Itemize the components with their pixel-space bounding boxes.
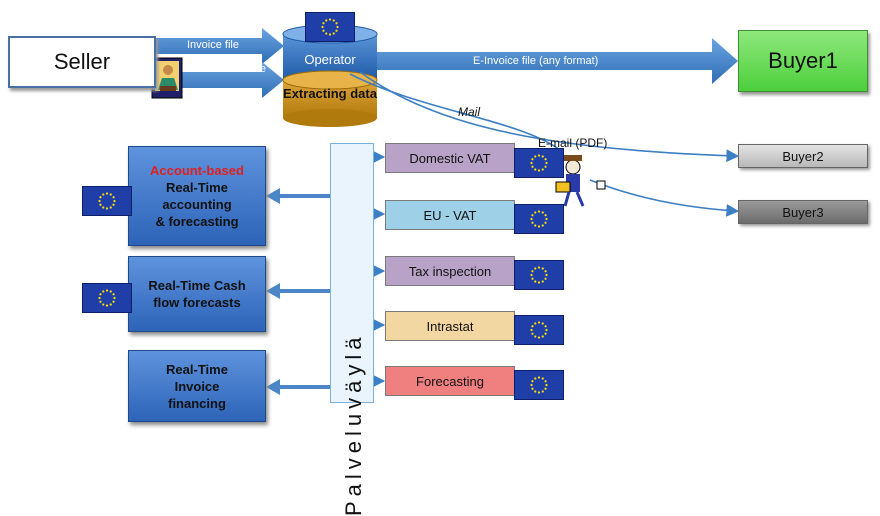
service-bus: Palveluväylä <box>330 143 374 516</box>
service-label: Intrastat <box>426 318 474 334</box>
box-line: accounting <box>162 197 232 212</box>
extracting-data-label: Extracting data <box>283 86 377 101</box>
box-line: Real-Time Cash <box>148 278 246 293</box>
invoice-file-label-side: Invoice file <box>214 63 266 75</box>
invoice-arrow-top <box>156 28 284 64</box>
service-label: Forecasting <box>416 373 484 389</box>
invoice-arrow-bottom <box>156 62 284 98</box>
service-tax-inspection: Tax inspection <box>385 256 515 286</box>
service-label: Domestic VAT <box>409 150 491 166</box>
account-based-label: Account-based <box>150 163 244 178</box>
box-line: financing <box>168 395 226 411</box>
eu-flag-icon <box>514 148 564 178</box>
email-label: E-mail (PDF) <box>538 136 608 150</box>
mail-label: Mail <box>458 105 481 119</box>
mail-carrier-icon <box>555 155 606 207</box>
eu-flag-icon <box>305 12 355 42</box>
box-line: Real-Time <box>166 180 228 195</box>
invoice-financing-box: Real-Time Invoice financing <box>128 350 266 422</box>
service-eu-vat: EU - VAT <box>385 200 515 230</box>
box-line: Real-Time <box>166 361 228 377</box>
einvoice-label: E-Invoice file (any format) <box>473 55 599 67</box>
eu-flag-icon <box>514 204 564 234</box>
seller-box: Seller <box>8 36 156 88</box>
buyer1-box: Buyer1 <box>738 30 868 92</box>
cashflow-forecast-box: Real-Time Cash flow forecasts <box>128 256 266 332</box>
seller-label: Seller <box>53 49 111 74</box>
service-label: EU - VAT <box>423 207 477 223</box>
buyer2-box: Buyer2 <box>738 144 868 168</box>
buyer3-box: Buyer3 <box>738 200 868 224</box>
buyer1-label: Buyer1 <box>768 48 838 73</box>
buyer3-label: Buyer3 <box>782 204 824 220</box>
mail-curve-2 <box>589 179 740 217</box>
buyer2-label: Buyer2 <box>782 148 824 164</box>
box-line: flow forecasts <box>153 295 241 310</box>
box-line: & forecasting <box>155 214 239 229</box>
eu-flag-icon <box>514 315 564 345</box>
eu-flag-icon <box>82 283 132 313</box>
box-line: Invoice <box>174 378 220 394</box>
operator-label: Operator <box>304 52 356 67</box>
mail-curve <box>349 73 561 151</box>
computer-worker-icon <box>151 57 183 99</box>
eu-flag-icon <box>514 370 564 400</box>
service-forecasting: Forecasting <box>385 366 515 396</box>
service-label: Tax inspection <box>408 263 492 279</box>
einvoice-arrow <box>376 38 738 84</box>
service-domestic-vat: Domestic VAT <box>385 143 515 173</box>
realtime-accounting-box: Account-based Real-Time accounting & for… <box>128 146 266 246</box>
eu-flag-icon <box>514 260 564 290</box>
invoice-file-label-top: Invoice file <box>187 39 239 51</box>
service-intrastat: Intrastat <box>385 311 515 341</box>
service-bus-label: Palveluväylä <box>341 332 366 516</box>
eu-flag-icon <box>82 186 132 216</box>
